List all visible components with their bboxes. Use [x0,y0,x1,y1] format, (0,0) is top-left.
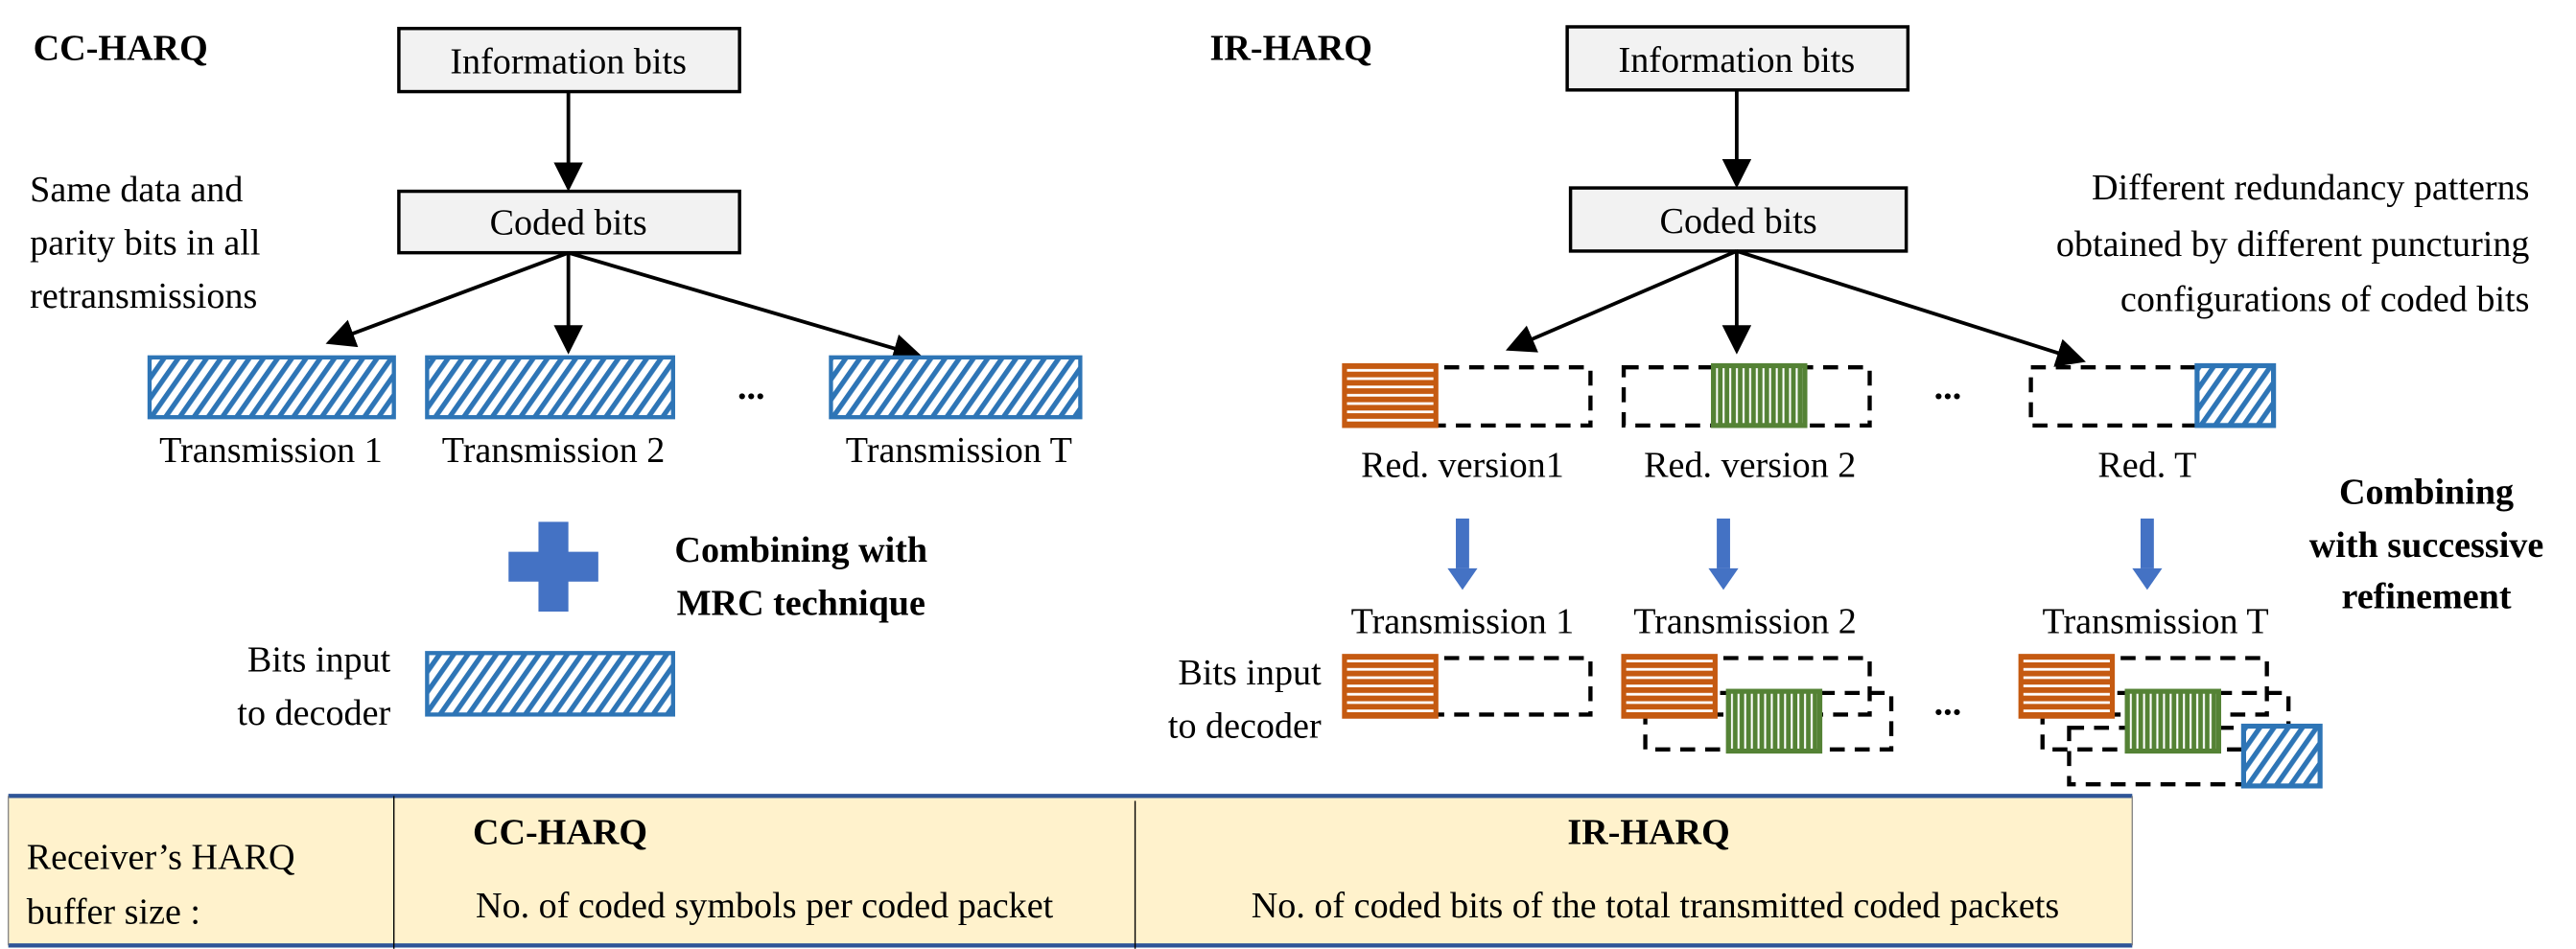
red-version-2-block [1621,365,1872,425]
cc-note-line: Same data and [30,170,243,210]
cc-transmission-block [147,355,396,420]
red-version-1-block [1345,365,1593,425]
ir-bits-input-label: Bits input [1178,653,1322,693]
cc-info-bits-label: Information bits [450,42,687,82]
arrow [325,250,570,348]
cc-transmission-label: Transmission 1 [159,430,383,471]
buffer-size-table: Receiver’s HARQ buffer size : CC-HARQ No… [7,794,2134,949]
ir-title: IR-HARQ [1210,29,1372,69]
ir-note-line: configurations of coded bits [2120,279,2530,319]
cc-title: CC-HARQ [34,29,208,69]
ir-info-bits-label: Information bits [1619,40,1856,81]
cc-coded-bits-box [397,189,741,255]
cc-combining-text: MRC technique [677,583,925,623]
arrow [568,250,923,363]
ir-info-bits-box [1565,25,1910,92]
arrow [1736,249,2086,367]
cc-coded-bits-label: Coded bits [490,203,647,243]
red-version-t-block [2028,365,2274,425]
red-version-label: Red. version 2 [1644,446,1856,486]
table-row-label: buffer size : [27,892,200,933]
ir-coded-bits-label: Coded bits [1660,201,1817,242]
cc-info-bits-box [397,26,741,94]
ir-harq-section: IR-HARQ Information bits Coded bits Diff… [1168,25,2544,786]
ellipsis: ... [738,367,765,407]
ir-combining-text: refinement [2341,576,2511,616]
table-ir-value: No. of coded bits of the total transmitt… [1252,886,2059,926]
cc-transmission-label: Transmission T [846,430,1072,471]
ir-decoder-input-t [2021,657,2320,786]
red-version-label: Red. T [2097,446,2196,486]
ir-transmission-label: Transmission 1 [1351,601,1575,641]
cc-note-line: retransmissions [30,276,257,316]
cc-harq-section: CC-HARQ Information bits Coded bits Same… [30,26,1083,733]
down-arrow-icon [2132,518,2163,590]
ir-transmission-label: Transmission 2 [1633,601,1857,641]
down-arrow-icon [1447,518,1478,590]
ellipsis: ... [1934,367,1962,407]
ir-note-line: Different redundancy patterns [2092,168,2529,208]
arrow [1505,249,1738,353]
cc-bits-input-label: Bits input [247,639,391,680]
table-ir-header: IR-HARQ [1567,813,1729,853]
cc-decoder-input-block [425,651,675,717]
cc-bits-input-label: to decoder [237,693,390,733]
ir-combining-text: with successive [2309,525,2544,566]
ir-note-line: obtained by different puncturing [2056,224,2530,265]
ir-decoder-input-1 [1345,657,1593,716]
plus-icon [508,521,598,612]
ir-transmission-label: Transmission T [2043,601,2269,641]
cc-note-line: parity bits in all [30,222,260,263]
red-version-label: Red. version1 [1361,446,1564,486]
cc-transmission-label: Transmission 2 [442,430,666,471]
table-cc-value: No. of coded symbols per coded packet [476,886,1054,926]
table-row-label: Receiver’s HARQ [27,838,295,878]
ir-decoder-input-2 [1624,657,1894,752]
cc-transmission-block [425,355,675,420]
ir-combining-text: Combining [2339,472,2514,512]
ellipsis: ... [1934,683,1962,723]
cc-transmission-block [829,355,1083,420]
table-cc-header: CC-HARQ [473,813,647,853]
down-arrow-icon [1708,518,1739,590]
cc-combining-text: Combining with [674,530,927,570]
table-background [8,796,2133,946]
ir-bits-input-label: to decoder [1168,706,1322,747]
